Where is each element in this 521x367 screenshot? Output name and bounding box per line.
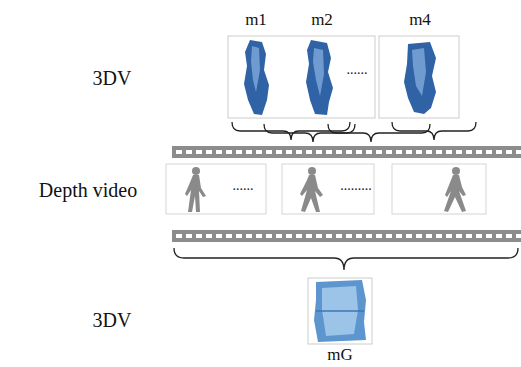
depth-silhouette [444,167,466,212]
silhouette-body [444,175,466,212]
brace [328,124,430,142]
video-frame [166,164,266,214]
panel-label: 3DV [93,67,132,89]
film-perforation [176,234,521,238]
voxel-shape [244,40,269,115]
silhouette-body [185,175,206,212]
model-panel [308,278,372,344]
voxel-shape [314,280,366,342]
model-label: m2 [311,11,333,30]
voxel-highlight [313,48,324,96]
voxel-model [244,40,269,115]
model-panel [379,36,459,118]
silhouette-head [192,167,200,175]
ellipsis: ......... [340,178,372,193]
brace [174,248,518,270]
film-band [172,230,521,242]
model-panel [228,36,375,118]
model-label: m4 [409,11,431,30]
panel-label: Depth video [39,179,137,201]
voxel-model [306,40,333,115]
film-perforation [176,150,521,154]
panel-label: 3DV [93,309,132,331]
ellipsis: ...... [347,62,368,77]
video-frame [282,164,374,214]
silhouette-head [452,167,460,175]
depth-silhouette [185,167,206,212]
brace [392,122,476,140]
video-frame [392,164,486,214]
voxel-shape [404,42,436,114]
depth-silhouette [300,167,323,212]
voxel-highlight [251,46,260,92]
brace [232,122,350,140]
silhouette-body [300,175,323,212]
silhouette-head [308,167,316,175]
voxel-highlight [412,48,426,96]
voxel-seam [316,310,364,312]
model-label: mG [327,346,353,365]
ellipsis: ...... [233,178,254,193]
model-label: m1 [245,11,267,30]
voxel-model [404,42,436,114]
film-band [172,146,521,158]
voxel-shape [306,40,333,115]
